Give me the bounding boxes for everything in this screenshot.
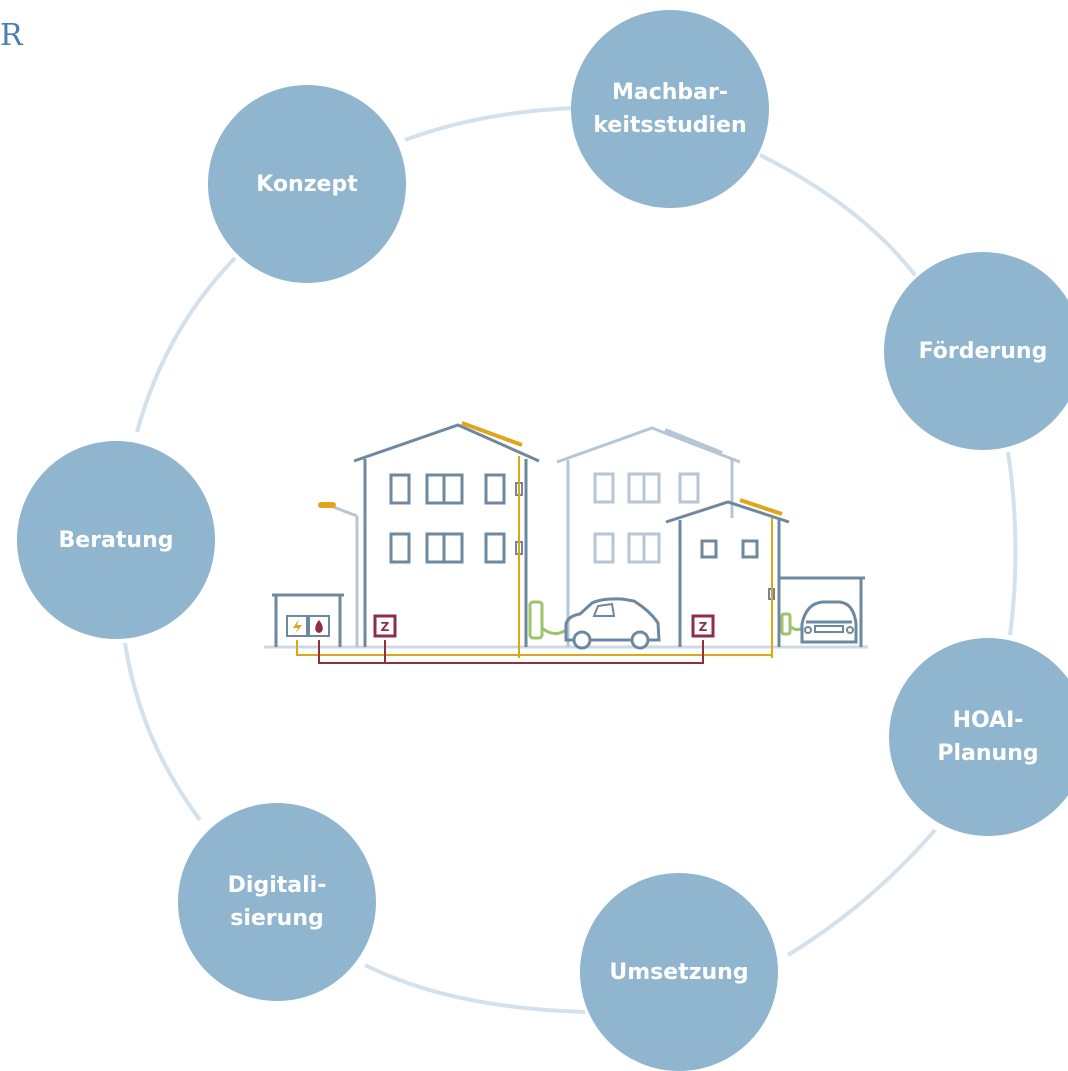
grid-wiring xyxy=(296,640,772,664)
node-hoai-planung[interactable]: HOAI- Planung xyxy=(889,638,1068,836)
node-digitalisierung-label: Digitali- sierung xyxy=(227,873,327,931)
street-lamp xyxy=(327,503,359,647)
meter-small-label: Z xyxy=(699,620,708,634)
node-beratung-label: Beratung xyxy=(58,527,174,553)
node-foerderung[interactable]: Förderung xyxy=(884,252,1068,450)
node-digitalisierung[interactable]: Digitali- sierung xyxy=(178,803,376,1001)
ring-arc-hoai-umsetzung xyxy=(786,828,937,957)
ring-arc-foerderung-hoai xyxy=(1006,451,1018,636)
meter-small xyxy=(691,614,715,638)
node-beratung[interactable]: Beratung xyxy=(17,441,215,639)
ring-arc-konzept-machbarkeit xyxy=(404,106,576,142)
charger-main xyxy=(528,600,567,640)
carport xyxy=(780,576,865,647)
node-machbarkeitsstudien-label: Machbar- keitsstudien xyxy=(593,80,747,138)
car-small xyxy=(800,600,858,644)
meter-main xyxy=(373,614,397,638)
main-house xyxy=(353,423,540,647)
node-umsetzung-label: Umsetzung xyxy=(609,959,749,985)
charger-small xyxy=(780,612,803,636)
flame-icon xyxy=(308,615,330,637)
ring-arc-beratung-konzept xyxy=(135,256,237,433)
neighborhood-illustration: Z Z xyxy=(264,421,868,664)
solar-panel-main xyxy=(461,421,523,447)
node-foerderung-label: Förderung xyxy=(918,338,1048,364)
background-house xyxy=(556,426,741,647)
small-house xyxy=(665,500,790,647)
utility-shed xyxy=(272,593,344,647)
ring-arc-umsetzung-digital xyxy=(364,963,586,1014)
meter-main-label: Z xyxy=(381,620,390,634)
node-konzept[interactable]: Konzept xyxy=(208,85,406,283)
lamp-head xyxy=(318,502,336,508)
node-hoai-planung-label: HOAI- Planung xyxy=(937,708,1039,766)
ring-arc-digital-beratung xyxy=(123,642,202,822)
car-main xyxy=(564,597,661,650)
node-machbarkeitsstudien[interactable]: Machbar- keitsstudien xyxy=(571,10,769,208)
corner-glyph: R xyxy=(0,18,23,53)
ring-arc-machbarkeit-foerderung xyxy=(759,153,917,277)
node-umsetzung[interactable]: Umsetzung xyxy=(580,873,778,1071)
node-konzept-label: Konzept xyxy=(256,171,358,197)
lightning-icon xyxy=(286,615,308,637)
solar-panel-small xyxy=(739,498,783,516)
